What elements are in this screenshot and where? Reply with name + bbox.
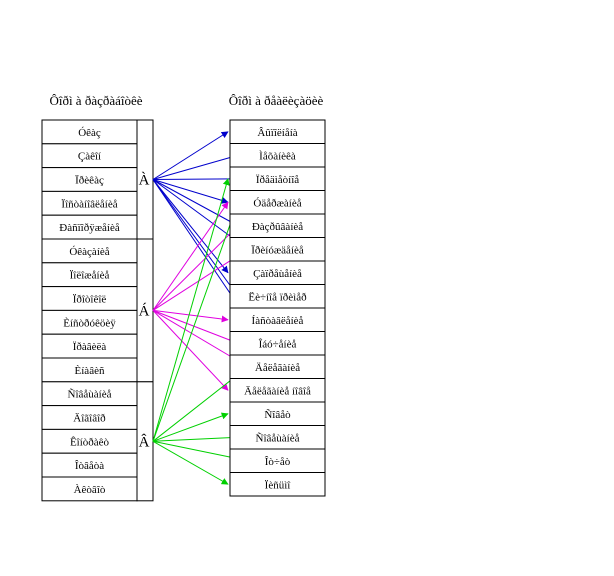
connection-arrow (152, 153, 239, 180)
connection-arrow (152, 309, 229, 323)
connection-arrow (152, 309, 239, 345)
connection-arrow (152, 201, 240, 442)
connection-arrow (152, 310, 229, 391)
implementation-form-label: Ïðèíóæäåíèå (251, 244, 304, 256)
source-form-label: Îòâåòà (75, 460, 104, 472)
source-form-label: Ïðîòîêîë (73, 294, 107, 306)
implementation-form-label: Äåëåãàíèå (255, 362, 300, 374)
source-form-label: Ïîñòàíîâëåíèå (61, 198, 117, 210)
implementation-form-label: Ñîâåò (264, 409, 291, 421)
implementation-form-label: Ïðåäìåòíîå (256, 174, 299, 186)
source-form-label: Çàêîí (78, 151, 101, 163)
source-form-label: Êîíòðàêò (70, 436, 110, 448)
implementation-form-label: Ëè÷íîå ïðèìåð (248, 291, 307, 303)
connection-arrow (152, 179, 239, 297)
implementation-form-label: Ðàçðûâàíèå (252, 221, 303, 233)
source-form-label: Äîãîâîð (73, 413, 106, 425)
implementation-form-label: Îáó÷åíèå (259, 338, 297, 350)
implementation-form-label: Äåëåãàíèå íîâîå (244, 385, 311, 397)
left-column-title: Ôîðì à ðàçðàáîòêè (49, 93, 142, 108)
connection-arrow (152, 178, 230, 442)
implementation-form-label: Âûïîëíåíà (257, 127, 297, 139)
group-label: Á (139, 302, 150, 319)
implementation-form-label: Ñîâåùàíèå (256, 432, 300, 444)
connection-arrows (152, 131, 249, 485)
source-form-label: Óêàçàíèå (69, 246, 109, 258)
implementation-form-label: Ïèñüìî (265, 479, 292, 491)
implementation-form-label: Îò÷åò (265, 456, 291, 468)
connection-arrow (152, 131, 229, 180)
implementation-form-label: Ìåõàíèêà (259, 150, 296, 162)
connection-arrow (152, 434, 239, 442)
right-column-title: Ôîðì à ðåàëèçàöèè (229, 93, 324, 108)
source-form-label: Óêàç (78, 127, 101, 139)
connection-arrow (152, 179, 239, 227)
connection-arrow (152, 201, 229, 311)
source-form-label: Ïîëîæåíèå (70, 270, 110, 282)
source-form-label: Ðàñïîðÿæåíèå (59, 222, 120, 234)
group-label: Â (139, 433, 150, 450)
implementation-form-cell (229, 472, 326, 497)
source-form-label: Ñîâåùàíèå (68, 389, 112, 401)
source-form-label: Àêòâîò (74, 484, 106, 496)
source-form-label: Èíàâèñ (75, 365, 105, 377)
implementation-form-label: Íàñòàâëåíèå (252, 315, 304, 327)
implementation-form-label: Óäåðæàíèå (253, 197, 301, 209)
source-forms-table: ÓêàçÇàêîíÏðèêàçÏîñòàíîâëåíèåÐàñïîðÿæåíèå… (41, 119, 138, 502)
group-label: À (139, 172, 150, 189)
implementation-forms-table: ÂûïîëíåíàÌåõàíèêàÏðåäìåòíîåÓäåðæàíèåÐàçð… (229, 119, 326, 497)
source-form-label: Èíñòðóêöèÿ (63, 317, 116, 329)
source-form-label: Ïðèêàç (75, 175, 104, 187)
connection-arrow (152, 412, 229, 442)
implementation-form-label: Çàïðåùåíèå (253, 268, 302, 280)
group-boxes: À Á Â (136, 119, 154, 502)
connection-arrow (152, 440, 229, 485)
connection-arrow (152, 225, 239, 311)
connection-arrow (152, 179, 229, 204)
source-form-label: Ïðàâèëà (73, 341, 107, 353)
connection-arrow (152, 179, 229, 274)
